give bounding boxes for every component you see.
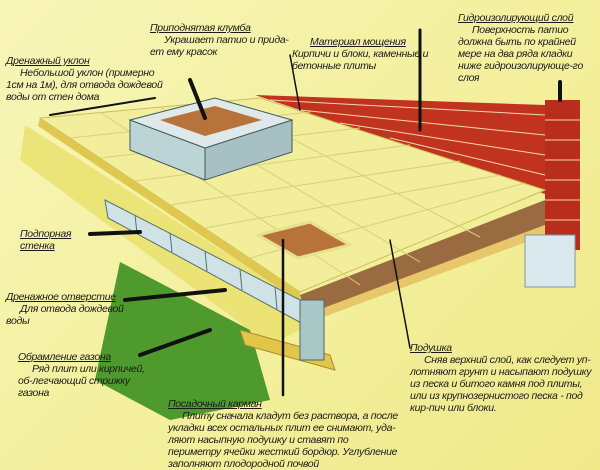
house-wall xyxy=(545,100,580,250)
label-damp-course: Гидроизолирующий слой Поверхность патио … xyxy=(458,12,588,84)
slab-edge xyxy=(38,118,300,302)
label-raised-bed: Приподнятая клумба Украшает патио и прид… xyxy=(150,22,290,58)
planting-pocket xyxy=(254,220,354,260)
label-drain-hole: Дренажное отверстие Для отвода дождевой … xyxy=(6,291,136,327)
brick-mortar xyxy=(269,99,546,176)
label-paving: Материал мощения Кирпичи и блоки, каменн… xyxy=(292,36,432,72)
label-title: Подпорная стенка xyxy=(20,228,72,252)
label-retaining-wall: Подпорная стенка xyxy=(20,228,90,252)
label-text: Для отвода дождевой воды xyxy=(6,303,124,327)
label-title: Гидроизолирующий слой xyxy=(458,12,574,24)
label-title: Обрамление газона xyxy=(18,351,111,363)
label-base: Подушка Сняв верхний слой, как следует у… xyxy=(410,342,598,414)
label-title: Материал мощения xyxy=(310,36,406,48)
label-text: Плиту сначала кладут без раствора, а пос… xyxy=(168,410,398,470)
label-text: Кирпичи и блоки, каменные и бетонные пли… xyxy=(292,48,429,72)
label-title: Подушка xyxy=(410,342,452,354)
gravel-base xyxy=(300,200,545,315)
label-text: Ряд плит или кирпичей, об-легчающий стри… xyxy=(18,363,145,399)
label-title: Посадочный карман xyxy=(168,398,262,410)
label-drain-slope: Дренажный уклон Небольшой уклон (примерн… xyxy=(6,55,166,103)
house-brick-wall-top xyxy=(255,95,548,195)
label-title: Дренажное отверстие xyxy=(6,291,116,303)
label-text: Сняв верхний слой, как следует уп-лотняю… xyxy=(410,354,592,414)
label-lawn-edging: Обрамление газона Ряд плит или кирпичей,… xyxy=(18,351,158,399)
raised-bed-soil xyxy=(160,106,262,136)
retaining-wall-joints xyxy=(134,214,278,310)
leader-lines xyxy=(49,28,562,397)
label-text: Украшает патио и прида-ет ему красок xyxy=(150,34,289,58)
label-text: Небольшой уклон (примерно 1см на 1м), дл… xyxy=(6,67,163,103)
label-planting-pocket: Посадочный карман Плиту сначала кладут б… xyxy=(168,398,400,470)
label-title: Дренажный уклон xyxy=(6,55,90,67)
sand-layer xyxy=(305,225,545,322)
label-text: Поверхность патио должна быть по крайней… xyxy=(458,24,583,84)
stone-pier xyxy=(299,299,325,361)
label-title: Приподнятая клумба xyxy=(150,22,251,34)
foundation-block xyxy=(524,234,576,288)
wall-mortar xyxy=(545,119,580,221)
